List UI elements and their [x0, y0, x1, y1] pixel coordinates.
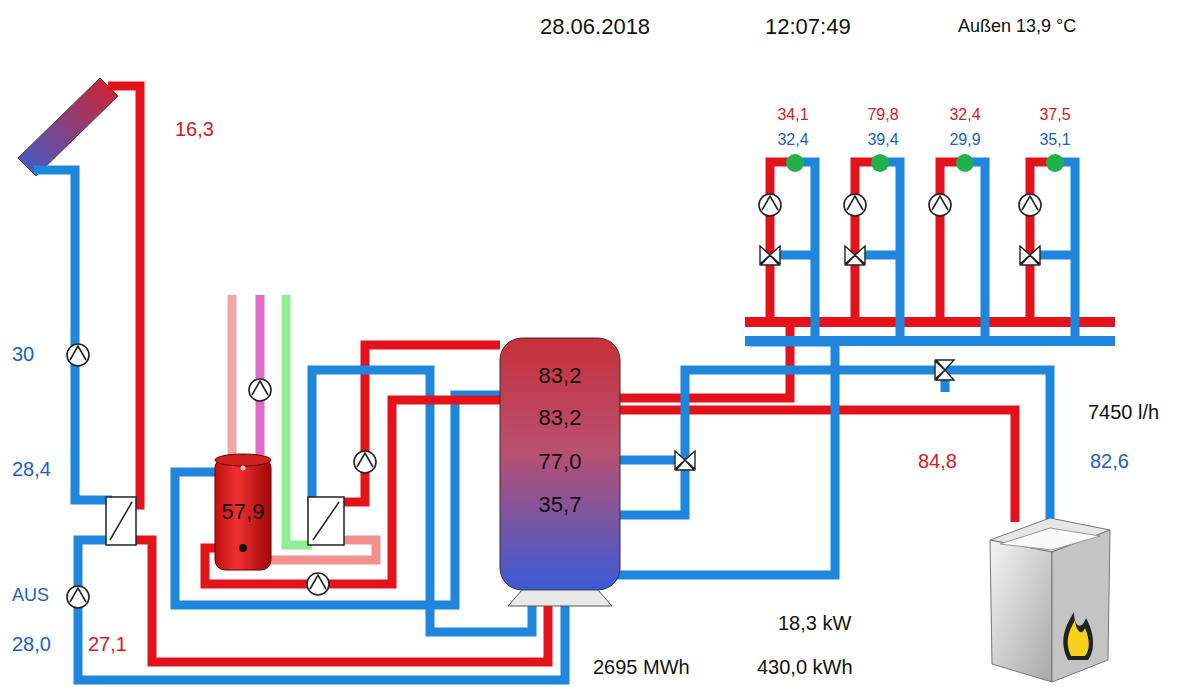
temperature-value: 83,2 — [500, 405, 620, 431]
temperature-value: 16,3 — [175, 118, 214, 141]
status-dot — [1046, 154, 1064, 172]
flow-manifold — [745, 317, 1115, 327]
solar-collector — [18, 78, 118, 176]
heat-exchanger — [308, 497, 344, 545]
circuit-mixing-valve — [845, 246, 865, 265]
outdoor-temperature: Außen 13,9 °C — [958, 16, 1076, 37]
coil-return-pipe — [175, 395, 500, 605]
circulation-pipe — [256, 295, 265, 455]
temperature-value: 32,4 — [777, 131, 808, 149]
pump-status: AUS — [12, 585, 49, 606]
circuit-flow-pipe — [770, 162, 792, 322]
circuit-pump — [759, 194, 781, 216]
temperature-value: 37,5 — [1039, 106, 1070, 124]
solar-secondary-return — [78, 540, 565, 680]
temperature-value: 27,1 — [88, 633, 127, 656]
temperature-value: 57,9 — [215, 499, 271, 525]
circuit-flow-pipe — [1030, 162, 1052, 322]
circuit-bypass-pipe — [863, 251, 900, 260]
temperature-value: 28,0 — [12, 633, 51, 656]
flow-rate: 7450 l/h — [1088, 401, 1159, 424]
coil-pump — [307, 573, 329, 595]
temperature-value: 84,8 — [918, 450, 957, 473]
temperature-value: 77,0 — [500, 449, 620, 475]
return-manifold — [745, 336, 1115, 346]
circuit-return-pipe — [962, 162, 985, 340]
circuit-bypass-pipe — [778, 251, 815, 260]
temperature-value: 28,4 — [12, 458, 51, 481]
energy-total: 2695 MWh — [593, 656, 690, 679]
mixing-valve — [935, 360, 954, 380]
circulation-pump — [249, 379, 271, 401]
status-dot — [956, 154, 974, 172]
heat-exchanger — [106, 497, 136, 545]
hot-water-tank: 57,9 — [215, 458, 271, 570]
temperature-value: 30 — [12, 343, 34, 366]
temperature-value: 34,1 — [777, 106, 808, 124]
temperature-value: 35,1 — [1039, 131, 1070, 149]
hot-water-pipe — [228, 295, 237, 455]
status-dot — [871, 154, 889, 172]
circuit-mixing-valve — [1020, 246, 1040, 265]
temperature-value: 83,2 — [500, 363, 620, 389]
time: 12:07:49 — [765, 14, 851, 39]
coil-flow-pipe — [205, 400, 500, 584]
solar-flow-pipe — [108, 86, 140, 505]
energy-value: 430,0 kWh — [757, 656, 853, 679]
temperature-value: 32,4 — [949, 106, 980, 124]
circuit-pump — [929, 194, 951, 216]
switch-valve — [675, 451, 695, 470]
circuit-pump — [844, 194, 866, 216]
hot-water-tank — [215, 454, 271, 570]
temperature-value: 35,7 — [500, 492, 620, 518]
temperature-value: 29,9 — [949, 131, 980, 149]
circuit-mixing-valve — [760, 246, 780, 265]
power-value: 18,3 kW — [778, 612, 851, 635]
boiler-flow-pipe — [620, 410, 1015, 522]
dhw-return-pipe — [312, 370, 532, 632]
date: 28.06.2018 — [540, 14, 650, 39]
heating-circuits — [759, 154, 1075, 340]
circuit-flow-pipe — [855, 162, 877, 322]
circuit-pump — [1019, 194, 1041, 216]
buffer-tank — [500, 338, 620, 606]
solar-return-pipe — [34, 170, 112, 500]
status-dot — [786, 154, 804, 172]
boiler — [990, 518, 1110, 682]
boiler-return-pipe — [620, 370, 1050, 522]
temperature-value: 82,6 — [1090, 450, 1129, 473]
solar-pump — [67, 344, 89, 366]
buffer-tank: 83,2 83,2 77,0 35,7 — [500, 338, 620, 590]
solar-secondary-pump — [67, 586, 89, 608]
charge-pump — [354, 451, 376, 473]
circuit-flow-pipe — [940, 162, 962, 322]
circuit-bypass-pipe — [1038, 251, 1075, 260]
temperature-value: 39,4 — [867, 131, 898, 149]
temperature-value: 79,8 — [867, 106, 898, 124]
